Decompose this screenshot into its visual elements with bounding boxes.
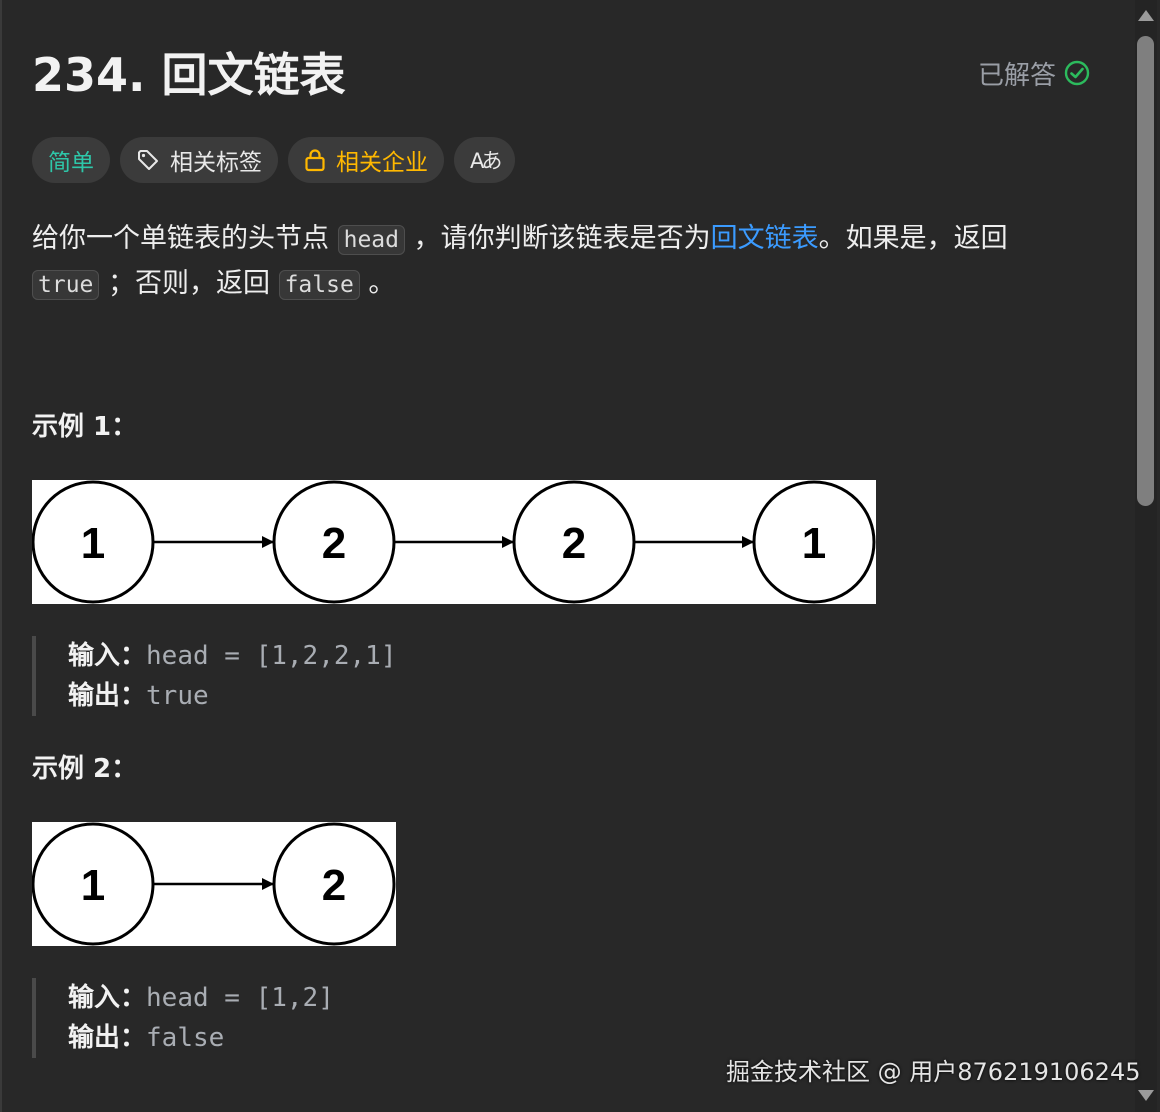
solved-status-label: 已解答 (978, 60, 1057, 91)
output-value: false (146, 1023, 225, 1053)
example-1-io: 输入：head = [1,2,2,1] 输出：true (32, 636, 396, 716)
lock-icon (305, 149, 325, 172)
output-label: 输出： (68, 1023, 147, 1053)
scroll-down-arrow-icon[interactable] (1138, 1090, 1154, 1101)
description-text: 。 (359, 268, 396, 299)
input-value: head = [1,2,2,1] (146, 641, 397, 671)
list-node (512, 480, 636, 604)
example-1-output: 输出：true (68, 676, 396, 716)
list-node-value: 1 (81, 519, 105, 568)
list-node (752, 480, 876, 604)
page-title: 234. 回文链表 (32, 48, 346, 102)
list-node (32, 480, 155, 604)
description-text: 。如果是，返回 (818, 223, 1008, 254)
solved-status: 已解答 (978, 54, 1090, 92)
related-companies-button[interactable]: 相关企业 (288, 137, 444, 183)
output-label: 输出： (68, 681, 147, 711)
list-node-value: 1 (802, 519, 826, 568)
code-true: true (32, 270, 100, 300)
example-2-linked-list-image: 1 2 (32, 822, 396, 946)
related-topics-button[interactable]: 相关标签 (120, 137, 278, 183)
example-2-io: 输入：head = [1,2] 输出：false (32, 978, 334, 1058)
tag-icon (138, 150, 158, 170)
list-node-value: 2 (322, 861, 346, 910)
input-value: head = [1,2] (146, 983, 334, 1013)
tag-row: 简单 相关标签 相关企业 Aあ (32, 137, 525, 183)
example-1-input: 输入：head = [1,2,2,1] (68, 636, 396, 676)
palindrome-link[interactable]: 回文链表 (710, 223, 819, 254)
panel-left-border (0, 0, 2, 1112)
example-2-output: 输出：false (68, 1018, 334, 1058)
list-node-value: 1 (81, 861, 105, 910)
description-text: ；否则，返回 (99, 268, 279, 299)
example-1-linked-list-image: 1 2 2 1 (32, 480, 876, 604)
watermark: 掘金技术社区 @ 用户876219106245 (726, 1058, 1141, 1086)
related-companies-label: 相关企业 (336, 150, 428, 176)
output-value: true (146, 681, 209, 711)
scroll-up-arrow-icon[interactable] (1138, 10, 1154, 21)
translate-icon: Aあ (470, 149, 502, 173)
description-text: ，请你判断该链表是否为 (404, 223, 711, 254)
example-1-heading: 示例 1： (32, 412, 138, 442)
input-label: 输入： (68, 641, 147, 671)
scrollbar-thumb[interactable] (1137, 36, 1154, 506)
difficulty-badge[interactable]: 简单 (32, 137, 110, 183)
related-topics-label: 相关标签 (170, 150, 262, 176)
list-node (272, 480, 396, 604)
list-node-value: 2 (562, 519, 586, 568)
check-circle-icon (1064, 60, 1090, 86)
list-node-value: 2 (322, 519, 346, 568)
difficulty-label: 简单 (48, 150, 94, 176)
example-2-heading: 示例 2： (32, 754, 138, 784)
code-false: false (278, 270, 360, 300)
list-node (272, 822, 396, 946)
translate-button[interactable]: Aあ (454, 137, 516, 183)
input-label: 输入： (68, 983, 147, 1013)
description-text: 给你一个单链表的头节点 (32, 223, 338, 254)
example-2-input: 输入：head = [1,2] (68, 978, 334, 1018)
code-head: head (337, 225, 405, 255)
problem-description: 给你一个单链表的头节点 head ，请你判断该链表是否为回文链表。如果是，返回 … (32, 217, 1112, 307)
list-node (32, 822, 155, 946)
